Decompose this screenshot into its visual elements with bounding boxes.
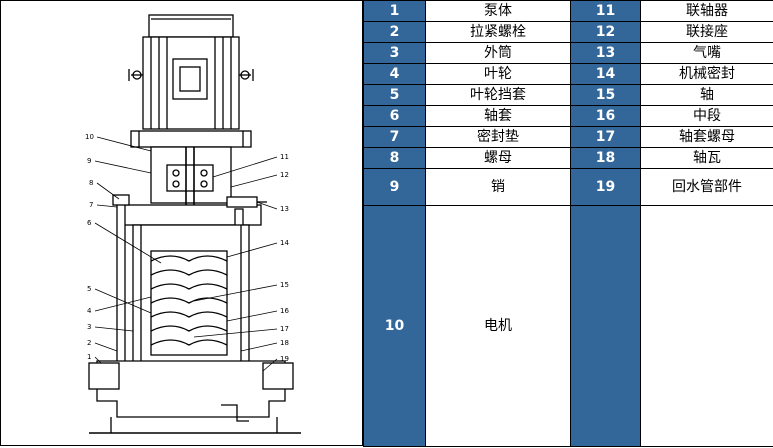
- part-name: 叶轮挡套: [425, 84, 571, 106]
- parts-row: 7 密封垫 17 轴套螺母: [363, 126, 773, 148]
- pump-cross-section-diagram: 10 9 8 7 6 5 4 3 2 1 11 12 13 14 15 16 1…: [85, 14, 301, 434]
- callout-15: 15: [280, 281, 289, 289]
- part-number-empty: [570, 205, 641, 447]
- pump-body: [96, 360, 286, 418]
- callout-17: 17: [280, 325, 289, 333]
- air-vent: [226, 196, 258, 208]
- callout-leaders: [94, 136, 278, 372]
- part-name: 轴套: [425, 105, 571, 127]
- part-number: 4: [363, 63, 426, 85]
- part-number: 13: [570, 42, 641, 64]
- part-name-empty: [640, 205, 773, 447]
- part-name: 叶轮: [425, 63, 571, 85]
- callout-13: 13: [280, 205, 289, 213]
- callout-9: 9: [87, 157, 91, 165]
- motor-top-cover: [148, 14, 234, 38]
- part-name: 轴套螺母: [640, 126, 773, 148]
- callout-11: 11: [280, 153, 289, 161]
- callout-14: 14: [280, 239, 289, 247]
- part-name: 联轴器: [640, 0, 773, 22]
- part-number: 1: [363, 0, 426, 22]
- part-number: 7: [363, 126, 426, 148]
- callout-12: 12: [280, 171, 289, 179]
- part-number: 3: [363, 42, 426, 64]
- part-name: 螺母: [425, 147, 571, 169]
- callout-2: 2: [87, 339, 91, 347]
- terminal-box: [172, 58, 208, 100]
- parts-row: 2 拉紧螺栓 12 联接座: [363, 21, 773, 43]
- part-number: 10: [363, 205, 426, 447]
- part-name: 外筒: [425, 42, 571, 64]
- outer-barrel: [132, 224, 250, 372]
- part-name: 机械密封: [640, 63, 773, 85]
- part-number: 16: [570, 105, 641, 127]
- parts-row: 6 轴套 16 中段: [363, 105, 773, 127]
- callout-18: 18: [280, 339, 289, 347]
- tie-bolt-left: [116, 200, 126, 374]
- part-number: 14: [570, 63, 641, 85]
- callout-labels: 10 9 8 7 6 5 4 3 2 1 11 12 13 14 15 16 1…: [85, 133, 289, 363]
- part-name: 中段: [640, 105, 773, 127]
- callout-6: 6: [87, 219, 92, 227]
- part-number: 19: [570, 168, 641, 206]
- part-number: 2: [363, 21, 426, 43]
- callout-19: 19: [280, 355, 289, 363]
- parts-list-table: 1 泵体 11 联轴器 2 拉紧螺栓 12 联接座 3 外筒 13 气嘴 4 叶…: [363, 0, 773, 447]
- coupling: [166, 164, 214, 192]
- parts-row: 4 叶轮 14 机械密封: [363, 63, 773, 85]
- parts-row: 5 叶轮挡套 15 轴: [363, 84, 773, 106]
- part-number: 5: [363, 84, 426, 106]
- pump-diagram-panel: 10 9 8 7 6 5 4 3 2 1 11 12 13 14 15 16 1…: [0, 0, 363, 446]
- part-name: 气嘴: [640, 42, 773, 64]
- parts-row: 3 外筒 13 气嘴: [363, 42, 773, 64]
- callout-16: 16: [280, 307, 289, 315]
- outlet-flange: [262, 362, 294, 390]
- return-pipe: [221, 404, 249, 422]
- callout-1: 1: [87, 353, 91, 361]
- part-name: 电机: [425, 205, 571, 447]
- part-name: 泵体: [425, 0, 571, 22]
- part-number: 17: [570, 126, 641, 148]
- parts-row: 8 螺母 18 轴瓦: [363, 147, 773, 169]
- part-name: 密封垫: [425, 126, 571, 148]
- callout-8: 8: [89, 179, 93, 187]
- part-number: 18: [570, 147, 641, 169]
- motor-flange: [130, 130, 252, 148]
- part-name: 销: [425, 168, 571, 206]
- parts-row: 1 泵体 11 联轴器: [363, 0, 773, 22]
- part-number: 8: [363, 147, 426, 169]
- part-name: 拉紧螺栓: [425, 21, 571, 43]
- callout-5: 5: [87, 285, 91, 293]
- callout-10: 10: [85, 133, 94, 141]
- part-number: 11: [570, 0, 641, 22]
- part-name: 回水管部件: [640, 168, 773, 206]
- part-name: 轴: [640, 84, 773, 106]
- part-number: 15: [570, 84, 641, 106]
- parts-row: 10 电机: [363, 205, 773, 447]
- part-name: 轴瓦: [640, 147, 773, 169]
- inlet-flange: [88, 362, 120, 390]
- part-name: 联接座: [640, 21, 773, 43]
- part-number: 12: [570, 21, 641, 43]
- parts-row: 9 销 19 回水管部件: [363, 168, 773, 206]
- callout-4: 4: [87, 307, 92, 315]
- pump-stages: [150, 250, 228, 356]
- callout-7: 7: [89, 201, 93, 209]
- callout-3: 3: [87, 323, 91, 331]
- part-number: 9: [363, 168, 426, 206]
- part-number: 6: [363, 105, 426, 127]
